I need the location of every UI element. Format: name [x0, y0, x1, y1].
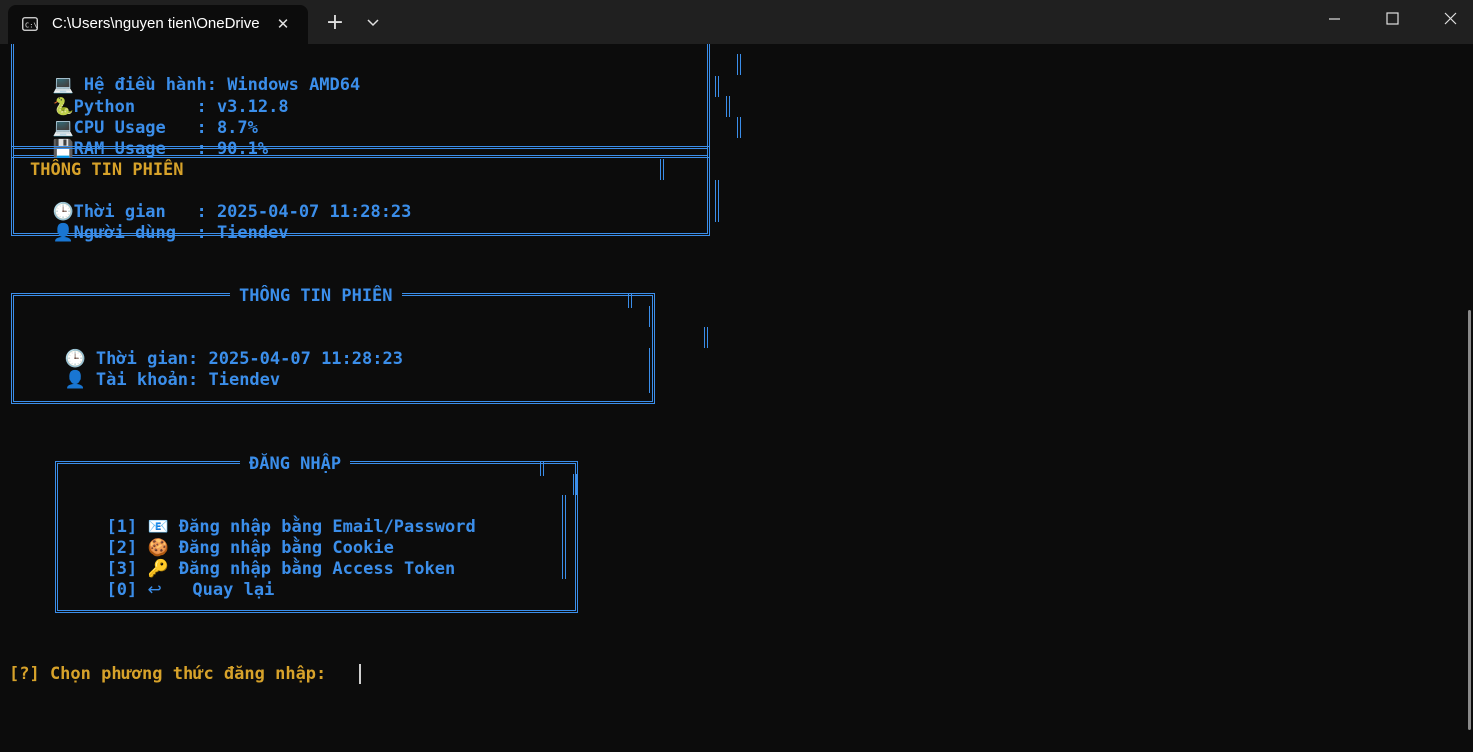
session2-time-line: 🕒 Thời gian: 2025-04-07 11:28:23 — [44, 328, 402, 369]
clock-icon: 🕒 — [52, 202, 74, 222]
border-segment — [628, 294, 632, 308]
login-option-email[interactable]: [1] 📧 Đăng nhập bằng Email/Password — [86, 496, 475, 537]
python-line: 🐍Python : v3.12.8 — [32, 76, 288, 117]
clock-icon: 🕒 — [64, 349, 86, 369]
border-segment — [660, 159, 664, 180]
border-segment — [715, 180, 719, 201]
session2-account-line: 👤 Tài khoản: Tiendev — [44, 349, 280, 390]
system-info-frame — [11, 44, 710, 158]
option-key: [3] — [106, 559, 138, 579]
border-segment — [715, 201, 719, 222]
tab-close-icon[interactable]: ✕ — [276, 15, 290, 33]
border-segment — [726, 96, 730, 117]
svg-text:C:\: C:\ — [25, 22, 38, 30]
user-icon: 👤 — [64, 370, 86, 390]
session-user-line: 👤Người dùng : Tiendev — [32, 202, 288, 243]
border-segment — [573, 474, 577, 495]
cookie-icon: 🍪 — [147, 538, 169, 558]
login-option-back[interactable]: [0] ↩ Quay lại — [86, 559, 274, 600]
close-window-button[interactable] — [1421, 0, 1473, 38]
login-option-token[interactable]: [3] 🔑 Đăng nhập bằng Access Token — [86, 538, 455, 579]
key-icon: 🔑 — [147, 559, 169, 579]
chevron-down-icon[interactable] — [360, 12, 386, 34]
cpu-info: CPU Usage : 8.7% — [73, 118, 258, 138]
session2-time: Thời gian: 2025-04-07 11:28:23 — [95, 349, 403, 369]
new-tab-button[interactable]: + — [325, 10, 345, 35]
ram-line: 💾RAM Usage : 90.1% — [32, 118, 268, 159]
user-icon: 👤 — [52, 223, 74, 243]
border-segment — [737, 54, 741, 75]
login-option-cookie[interactable]: [2] 🍪 Đăng nhập bằng Cookie — [86, 517, 393, 558]
tab-title: C:\Users\nguyen tien\OneDrive — [52, 15, 260, 32]
ram-info: RAM Usage : 90.1% — [73, 139, 269, 159]
session2-account: Tài khoản: Tiendev — [95, 370, 281, 390]
python-icon: 🐍 — [52, 97, 74, 117]
session-time-line: 🕒Thời gian : 2025-04-07 11:28:23 — [32, 181, 411, 222]
terminal-tab[interactable]: C:\ C:\Users\nguyen tien\OneDrive ✕ — [8, 5, 308, 44]
border-segment — [715, 76, 719, 97]
border-segment — [704, 327, 708, 348]
return-arrow-icon: ↩ — [147, 580, 162, 600]
option-key: [0] — [106, 580, 138, 600]
computer-icon: 💻 — [52, 75, 74, 95]
border-segment — [649, 348, 653, 393]
scrollbar[interactable] — [1468, 310, 1471, 730]
session-time: Thời gian : 2025-04-07 11:28:23 — [73, 202, 412, 222]
border-segment — [562, 495, 566, 579]
maximize-button[interactable] — [1364, 0, 1422, 38]
border-segment — [649, 306, 653, 327]
option-label: Đăng nhập bằng Access Token — [178, 559, 456, 579]
computer-icon: 💻 — [52, 118, 74, 138]
border-segment — [737, 117, 741, 138]
session-panel-title: THÔNG TIN PHIÊN — [230, 286, 402, 307]
option-label: Đăng nhập bằng Cookie — [178, 538, 394, 558]
os-line: 💻 Hệ điều hành: Windows AMD64 — [32, 54, 360, 95]
python-info: Python : v3.12.8 — [73, 97, 289, 117]
cpu-line: 💻CPU Usage : 8.7% — [32, 97, 257, 138]
option-key: [2] — [106, 538, 138, 558]
option-label: Quay lại — [192, 580, 275, 600]
option-key: [1] — [106, 517, 138, 537]
title-bar: C:\ C:\Users\nguyen tien\OneDrive ✕ + — [0, 0, 1473, 44]
input-prompt: [?] Chọn phương thức đăng nhập: — [9, 664, 327, 684]
session-user: Người dùng : Tiendev — [73, 223, 289, 243]
os-info: Hệ điều hành: Windows AMD64 — [83, 75, 361, 95]
email-icon: 📧 — [147, 517, 169, 537]
minimize-button[interactable] — [1306, 0, 1364, 38]
session-info-frame — [11, 146, 710, 236]
terminal-icon: C:\ — [22, 17, 38, 31]
option-label: Đăng nhập bằng Email/Password — [178, 517, 476, 537]
text-cursor[interactable] — [359, 664, 361, 684]
border-segment — [540, 462, 544, 476]
session-title: THÔNG TIN PHIÊN — [30, 160, 184, 180]
login-menu-title: ĐĂNG NHẬP — [240, 454, 351, 475]
floppy-disk-icon: 💾 — [52, 139, 74, 159]
